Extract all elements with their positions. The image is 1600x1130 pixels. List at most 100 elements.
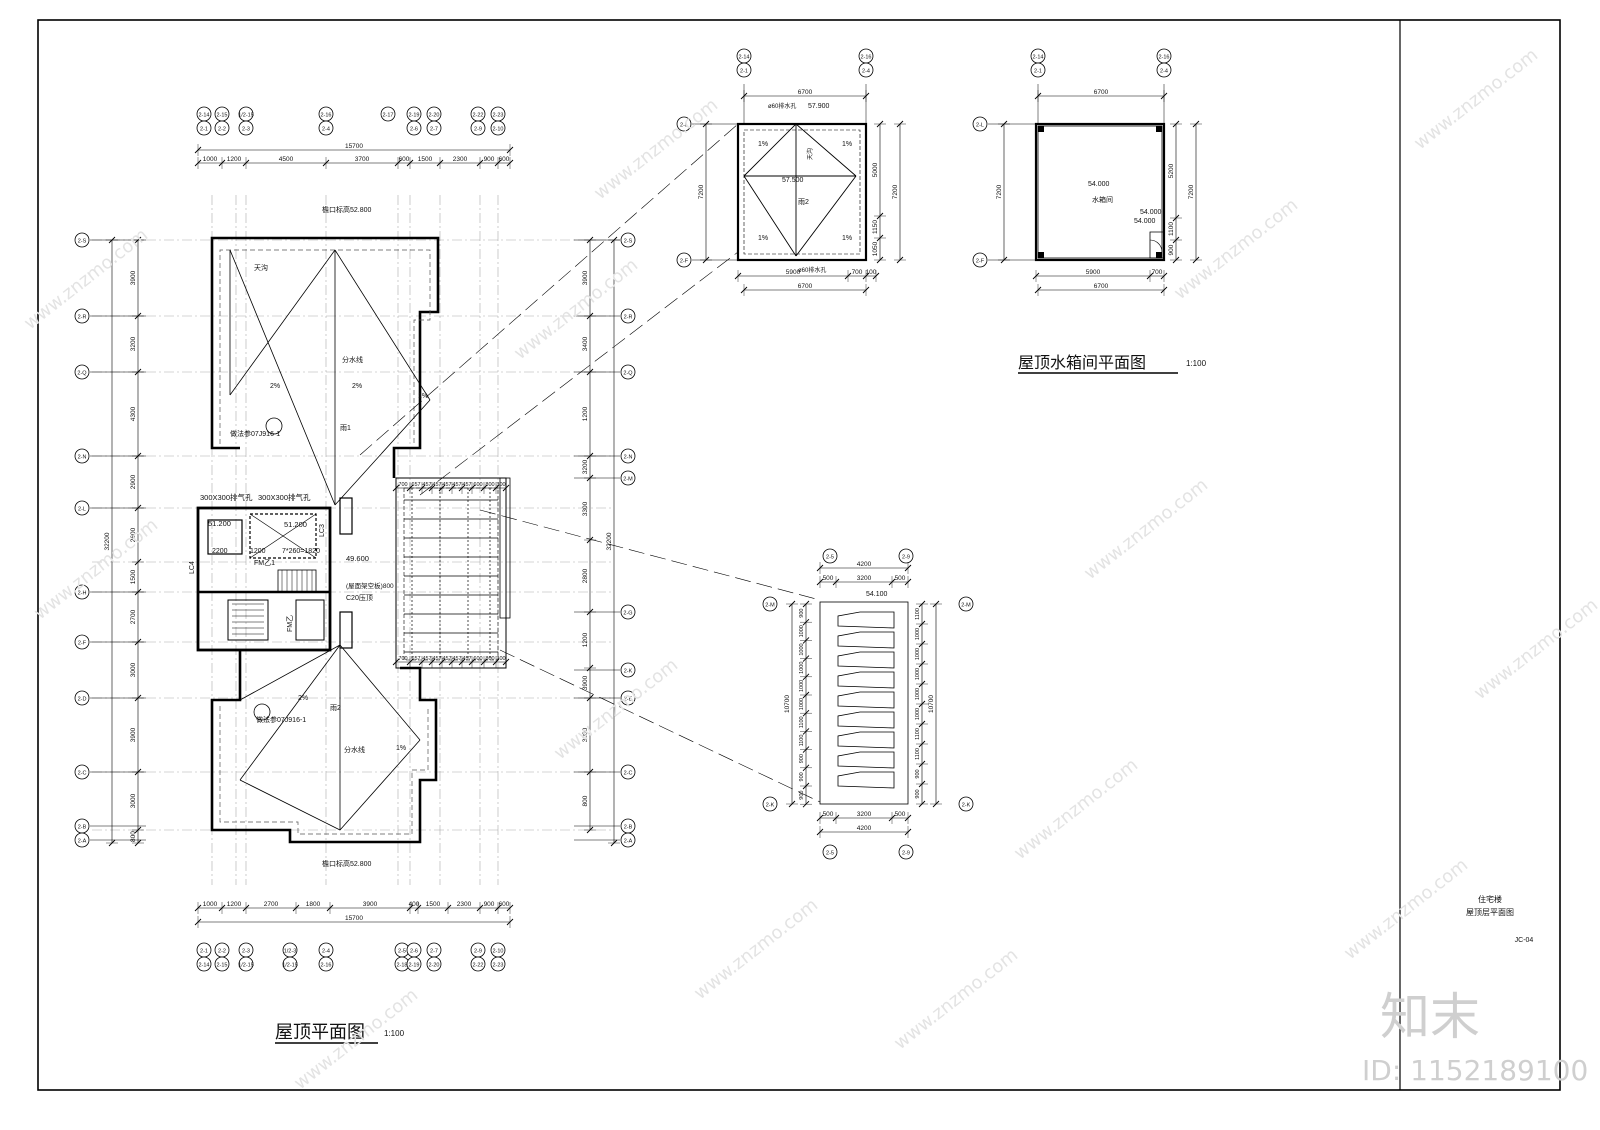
door-label: FM乙1 bbox=[254, 559, 275, 567]
axis-left-bubble bbox=[74, 832, 90, 848]
axis-bottom-7-label-2: 2-20 bbox=[428, 963, 439, 969]
axis-left-bubble bbox=[74, 308, 90, 324]
cornice-label-bottom: 檐口标高52.800 bbox=[322, 859, 372, 868]
axis-top-6-circle-2 bbox=[426, 120, 442, 136]
axis-left-label: 2-N bbox=[78, 455, 87, 461]
pergola-right-dim-value: 1100 bbox=[915, 608, 921, 620]
pergola-dim-top-value: 457 bbox=[422, 482, 431, 488]
axis-bottom-2-label-2: 1/2-15 bbox=[238, 963, 254, 969]
roof-plan-scale: 1:100 bbox=[384, 1029, 405, 1038]
hip-lines-north bbox=[229, 249, 431, 506]
pergola-left-dim-value: 1000 bbox=[799, 643, 805, 655]
axis-top-7: 2-222-9 bbox=[470, 106, 486, 136]
tank-roof-rain: 雨2 bbox=[798, 198, 809, 206]
axis-bottom-9-label: 2-10 bbox=[492, 949, 503, 955]
axis-right-bubble bbox=[620, 470, 636, 486]
axis-bottom-1-label-2: 2-15 bbox=[216, 963, 227, 969]
axis-left-bubble bbox=[74, 364, 90, 380]
pergola-dim-top-value: 700 bbox=[398, 482, 407, 488]
axis-bottom-6: 2-62-19 bbox=[406, 942, 422, 972]
roof-plan-title: 屋顶平面图 bbox=[275, 1022, 365, 1043]
bottom-dim-chain-value: 1500 bbox=[426, 901, 441, 908]
pergola-left-dim-value: 900 bbox=[799, 609, 805, 618]
tank-room-top-dim: 6700 bbox=[1034, 89, 1168, 102]
roof-inner-north bbox=[219, 249, 431, 444]
tank-room-axis-1-label: 2-14 bbox=[1032, 55, 1043, 61]
pergola-slat bbox=[837, 751, 895, 769]
watermark-url: www.znzmo.com bbox=[1010, 754, 1142, 863]
axis-bottom-6-label-2: 2-19 bbox=[408, 963, 419, 969]
tank-room-right-total-value: 7200 bbox=[1188, 184, 1195, 199]
axis-top-1-label: 2-15 bbox=[216, 113, 227, 119]
axis-right-label: 2-C bbox=[624, 771, 633, 777]
axis-right-label: 2-Q bbox=[623, 371, 633, 377]
bottom-dim-chain-value: 1000 bbox=[203, 901, 218, 908]
right-dim-total: 32200 bbox=[606, 236, 620, 847]
axis-bottom-3-label-2: 1/2-15 bbox=[282, 963, 298, 969]
axis-top-7-circle-2 bbox=[470, 120, 486, 136]
bottom-dim-chain-value: 600 bbox=[499, 901, 510, 908]
slope-label-n2: 2% bbox=[352, 383, 362, 390]
left-dim-chain-value: 3900 bbox=[130, 727, 137, 742]
pergola-dim-top-value: 457 bbox=[442, 482, 451, 488]
tank-room-left-axis bbox=[972, 252, 988, 268]
axis-bottom-7-label: 2-7 bbox=[430, 949, 438, 955]
axis-top-6-label: 2-20 bbox=[428, 113, 439, 119]
tank-roof-right-dim-value: 5000 bbox=[872, 162, 879, 177]
top-dim-total: 15700 bbox=[194, 143, 514, 156]
axis-bottom-7: 2-7 2-20 bbox=[426, 942, 442, 972]
pergola-slat bbox=[837, 711, 895, 729]
bottom-dim-chain-value: 400 bbox=[409, 901, 420, 908]
axis-right-label: 2-R bbox=[624, 315, 633, 321]
axis-left-label: 2-D bbox=[78, 697, 87, 703]
axis-top-2-label: 1/2-15 bbox=[238, 113, 254, 119]
parapet-label: C20压顶 bbox=[346, 594, 373, 602]
axis-left-bubble bbox=[74, 634, 90, 650]
dim-2200: 2200 bbox=[212, 548, 228, 555]
pergola-bottom-total-value: 4200 bbox=[857, 825, 872, 832]
axis-right-bubble bbox=[620, 662, 636, 678]
axis-left-label: 2-F bbox=[78, 641, 87, 647]
tank-room-title: 屋顶水箱间平面图 bbox=[1018, 353, 1146, 372]
gutter-label-n: 天沟 bbox=[254, 263, 268, 272]
watermark-url: www.znzmo.com bbox=[30, 514, 162, 623]
pergola-dim-bottom-value: 300 bbox=[496, 656, 505, 662]
axis-left-bubble bbox=[74, 584, 90, 600]
pergola-slat bbox=[837, 691, 895, 709]
tank-room-right-dim-value: 1100 bbox=[1168, 222, 1175, 236]
axis-left-label: 2-Q bbox=[77, 371, 87, 377]
axis-bottom-8-circle-2 bbox=[470, 956, 486, 972]
tank-room-axis-2-circle-2 bbox=[1156, 62, 1172, 78]
axis-bottom-4-circle-2 bbox=[318, 956, 334, 972]
right-dim-chain-value: 3200 bbox=[582, 459, 589, 474]
watermark-url: www.znzmo.com bbox=[1170, 194, 1302, 303]
axis-left-label: 2-H bbox=[78, 591, 87, 597]
axis-right-label: 2-A bbox=[624, 839, 633, 845]
right-dim-chain-value: 3000 bbox=[582, 727, 589, 742]
pergola-left-dim-value: 900 bbox=[799, 791, 805, 800]
left-dim-chain-value: 2600 bbox=[130, 527, 137, 542]
tank-room-elev-a: 54.000 bbox=[1088, 181, 1110, 188]
axis-top-8: 2-232-10 bbox=[490, 106, 506, 136]
tank-roof-bottom-dim-value: 100 bbox=[866, 269, 877, 276]
tank-roof-drain-top: ø60排水孔 bbox=[768, 102, 796, 110]
pergola-left-dim-value: 900 bbox=[799, 772, 805, 781]
elev-label-b: 51.200 bbox=[284, 520, 307, 529]
pergola-elev: 54.100 bbox=[866, 591, 888, 598]
detail-label-n: 做法参07J916-1 bbox=[230, 429, 280, 438]
axis-top-0-label: 2-14 bbox=[198, 113, 209, 119]
top-dim-chain-value: 1200 bbox=[227, 156, 242, 163]
pergola-axis-bottom-2: 2-9 bbox=[898, 844, 914, 860]
axis-right-label: 2-S bbox=[624, 239, 633, 245]
watermark-url: www.znzmo.com bbox=[1470, 594, 1600, 703]
tank-room-axis-1-label-2: 2-1 bbox=[1034, 69, 1042, 75]
watermark-logo: 知末 bbox=[1380, 988, 1480, 1046]
roof-outline-north bbox=[210, 236, 440, 478]
axis-top-5: 2-192-6 bbox=[406, 106, 422, 136]
detail-label-s: 做法参07J916-1 bbox=[256, 715, 306, 724]
tank-roof-slope-2: 1% bbox=[842, 141, 852, 148]
